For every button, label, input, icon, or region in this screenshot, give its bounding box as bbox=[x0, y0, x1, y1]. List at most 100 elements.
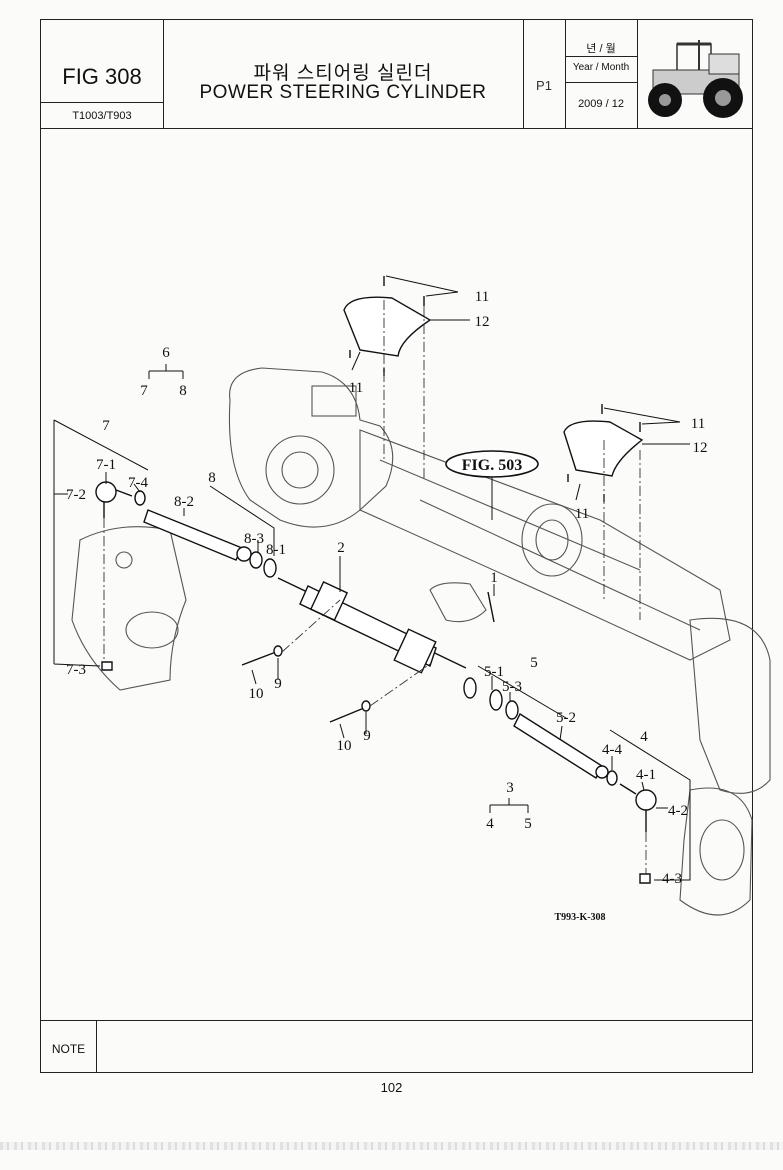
callout-12: 12 bbox=[693, 440, 708, 456]
page-number: 102 bbox=[380, 1080, 403, 1095]
year-month-label: Year / Month bbox=[572, 62, 630, 73]
callout-4-1: 4-1 bbox=[636, 767, 656, 783]
callout-7-group: 7 bbox=[140, 383, 148, 399]
callout-11: 11 bbox=[349, 380, 363, 396]
front-axle-housing bbox=[359, 429, 731, 661]
housing-boss bbox=[265, 435, 335, 505]
year-month-value: 2009 / 12 bbox=[578, 98, 624, 110]
callout-8-group: 8 bbox=[179, 383, 187, 399]
locknut-4-4 bbox=[606, 770, 618, 786]
callout-5-2: 5-2 bbox=[556, 710, 576, 726]
axle-center-hub bbox=[535, 519, 569, 561]
knuckle-bolt bbox=[115, 551, 133, 569]
callout-10: 10 bbox=[337, 738, 352, 754]
tie-rod-end-stud bbox=[115, 489, 133, 497]
cover-12-right bbox=[563, 420, 644, 477]
right-tie-rod bbox=[513, 712, 603, 780]
fig-503-reference-oval[interactable] bbox=[445, 450, 539, 478]
callout-5: 5 bbox=[530, 655, 538, 671]
header-col-divider bbox=[523, 20, 524, 128]
header-col-divider bbox=[163, 20, 164, 128]
drawing-code: T993-K-308 bbox=[554, 912, 605, 923]
left-ball-joint bbox=[236, 546, 252, 562]
cover-12-left bbox=[343, 296, 432, 357]
callout-4-3: 4-3 bbox=[662, 871, 682, 887]
bracket-3 bbox=[489, 798, 529, 813]
leader-11 bbox=[575, 483, 581, 501]
leader-11 bbox=[425, 291, 459, 297]
nut-5-1 bbox=[463, 677, 477, 699]
assembly-line bbox=[369, 663, 431, 707]
leader-5-2 bbox=[559, 725, 563, 741]
nut-7-3 bbox=[101, 661, 113, 671]
seal-8-3 bbox=[249, 551, 263, 569]
callout-8-3: 8-3 bbox=[244, 531, 264, 547]
washer-9-lower bbox=[361, 700, 371, 712]
washer-9-upper bbox=[273, 645, 283, 657]
housing-plate bbox=[311, 385, 357, 417]
callout-5-group: 5 bbox=[524, 816, 532, 832]
bracket-5 bbox=[477, 665, 567, 719]
left-tie-rod bbox=[143, 509, 243, 561]
bracket-7 bbox=[53, 419, 149, 667]
bolt-10-upper bbox=[241, 651, 277, 666]
callout-3: 3 bbox=[506, 780, 514, 796]
leader-7-4 bbox=[133, 483, 141, 493]
callout-7-1: 7-1 bbox=[96, 457, 116, 473]
cylinder-mount-left bbox=[309, 580, 349, 622]
fig-503-reference[interactable]: FIG. 503 bbox=[462, 457, 522, 474]
page-title: POWER STEERING CYLINDER bbox=[199, 82, 487, 103]
nut-4-3 bbox=[639, 873, 651, 884]
callout-8-2: 8-2 bbox=[174, 494, 194, 510]
model-code: T1003/T903 bbox=[72, 110, 132, 122]
note-row-top bbox=[41, 1020, 752, 1021]
callout-4-group: 4 bbox=[486, 816, 494, 832]
scan-artifact-strip bbox=[0, 1142, 783, 1150]
callout-7: 7 bbox=[102, 418, 110, 434]
bracket-8 bbox=[209, 485, 275, 556]
callout-4-4: 4-4 bbox=[602, 742, 622, 758]
callout-8-1: 8-1 bbox=[266, 542, 286, 558]
callout-7-3: 7-3 bbox=[66, 662, 86, 678]
callout-6: 6 bbox=[162, 345, 170, 361]
callout-11: 11 bbox=[691, 416, 705, 432]
callout-5-3: 5-3 bbox=[502, 679, 522, 695]
cylinder-mount-right bbox=[393, 628, 437, 674]
tie-rod-end-4-1 bbox=[635, 789, 657, 811]
header-divider bbox=[41, 128, 752, 129]
tie-rod-end-stud-right bbox=[619, 783, 637, 795]
year-month-label-korean: 년 / 월 bbox=[586, 43, 616, 55]
callout-11: 11 bbox=[475, 289, 489, 305]
header-cell-divider bbox=[41, 102, 163, 103]
tractor-icon bbox=[648, 40, 743, 118]
leader-11 bbox=[641, 421, 681, 425]
tie-rod-end-7-1 bbox=[95, 481, 117, 503]
nut-8-1 bbox=[263, 558, 277, 578]
pin-1 bbox=[487, 591, 495, 623]
callout-8: 8 bbox=[208, 470, 216, 486]
leader-11 bbox=[385, 275, 459, 293]
transmission-housing bbox=[228, 367, 394, 528]
callout-10: 10 bbox=[249, 686, 264, 702]
leader-10 bbox=[251, 669, 257, 685]
axle-center-flange bbox=[521, 503, 583, 577]
bracket-6 bbox=[148, 364, 184, 379]
locknut-7-4 bbox=[134, 490, 146, 506]
note-label: NOTE bbox=[51, 1042, 86, 1056]
left-knuckle-bore bbox=[125, 611, 179, 649]
header-cell-divider bbox=[565, 82, 637, 83]
callout-2: 2 bbox=[337, 540, 345, 556]
callout-1: 1 bbox=[490, 570, 498, 586]
axle-edge bbox=[419, 499, 701, 631]
header-col-divider bbox=[637, 20, 638, 128]
leader-4-1 bbox=[641, 781, 645, 791]
bracket-4 bbox=[609, 729, 691, 881]
leader-10 bbox=[339, 723, 345, 739]
callout-4-2: 4-2 bbox=[668, 803, 688, 819]
seal-5-3a bbox=[489, 689, 503, 711]
page-title-korean: 파워 스티어링 실린더 bbox=[253, 63, 433, 84]
note-col-divider bbox=[96, 1020, 97, 1072]
callout-12: 12 bbox=[475, 314, 490, 330]
callout-7-2: 7-2 bbox=[66, 487, 86, 503]
